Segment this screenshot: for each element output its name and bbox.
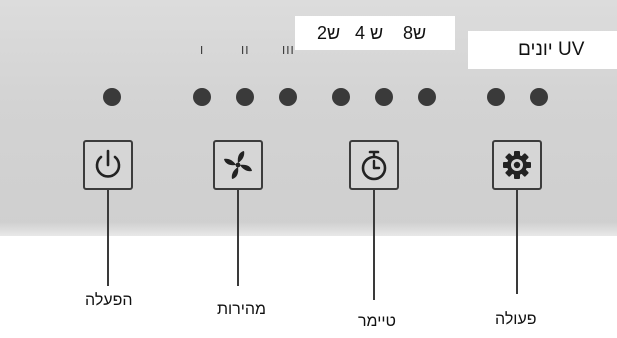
power-button[interactable] — [83, 140, 133, 190]
timer-2h-label: 2ש — [317, 23, 341, 43]
timer-4h-label: 4 ש — [355, 23, 384, 43]
uv-ions-label: יונים UV — [518, 39, 585, 60]
timer-caption: טיימר — [358, 313, 396, 330]
fan-icon — [224, 151, 252, 179]
power-leader-line — [107, 190, 109, 286]
speed-button[interactable] — [213, 140, 263, 190]
mode-caption: פעולה — [495, 311, 537, 328]
ions-indicator — [530, 88, 548, 106]
speed-tick-3: III — [282, 44, 295, 57]
timer-8h-label: 8ש — [403, 23, 427, 43]
mode-leader-line — [516, 190, 518, 294]
speed-tick-1: I — [200, 44, 205, 57]
speed-indicator-1 — [193, 88, 211, 106]
timer-indicator-8h — [418, 88, 436, 106]
speed-leader-line — [237, 190, 239, 286]
timer-indicator-4h — [375, 88, 393, 106]
uv-ions-label-box: יונים UV — [468, 31, 617, 69]
power-indicator — [103, 88, 121, 106]
panel-edge — [0, 222, 617, 236]
power-caption: הפעלה — [85, 292, 133, 309]
speed-indicator-3 — [279, 88, 297, 106]
uv-indicator — [487, 88, 505, 106]
power-icon — [95, 149, 121, 178]
timer-hours-label: 8ש 4 ש 2ש — [295, 16, 455, 50]
stopwatch-icon — [361, 150, 387, 181]
timer-leader-line — [373, 190, 375, 300]
speed-caption: מהירות — [217, 301, 267, 318]
mode-button[interactable] — [492, 140, 542, 190]
timer-button[interactable] — [349, 140, 399, 190]
speed-indicator-2 — [236, 88, 254, 106]
timer-indicator-2h — [332, 88, 350, 106]
gear-icon — [503, 151, 531, 179]
speed-tick-2: II — [241, 44, 250, 57]
